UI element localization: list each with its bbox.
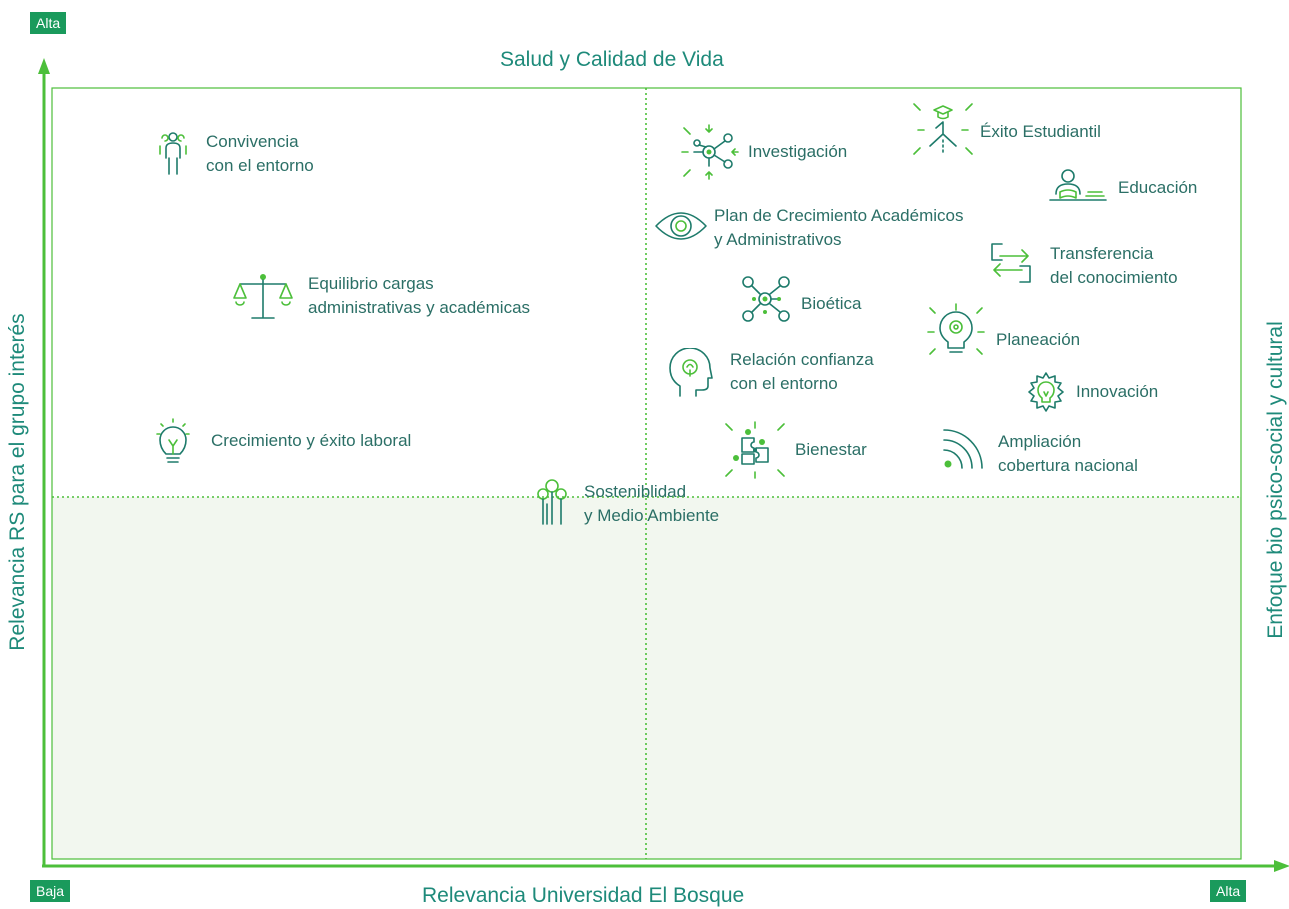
label-educacion: Educación (1118, 178, 1198, 197)
puzzle-icon (725, 421, 785, 479)
lightbulb-icon (156, 418, 190, 463)
label-investigacion: Investigación (748, 142, 848, 161)
x-axis-arrow (1274, 860, 1289, 872)
label-ampliacion: Ampliación cobertura nacional (998, 432, 1138, 475)
y-axis-arrow (38, 58, 50, 74)
top-title: Salud y Calidad de Vida (500, 48, 724, 71)
right-label: Enfoque bio psico-social y cultural (1264, 321, 1287, 639)
molecule-icon (742, 276, 790, 322)
head-icon (669, 348, 713, 397)
idea-gear-icon (927, 303, 985, 355)
gear-bulb-icon (1028, 372, 1064, 412)
label-equilibrio: Equilibrio cargas administrativas y acad… (308, 274, 531, 317)
label-innovacion: Innovación (1076, 382, 1159, 401)
people-icon (159, 132, 187, 175)
label-sostenibilidad: Sosteniblidad y Medio Ambiente (584, 482, 720, 525)
label-bioetica: Bioética (801, 294, 862, 313)
label-convivencia: Convivencia con el entorno (206, 132, 314, 175)
eye-icon (655, 212, 707, 240)
y-high-badge: Alta (30, 12, 67, 34)
scale-icon (233, 274, 293, 319)
label-transferencia: Transferencia del conocimiento (1050, 244, 1178, 287)
transfer-icon (991, 243, 1031, 283)
label-exito-estudiantil: Éxito Estudiantil (980, 122, 1101, 141)
label-crecimiento-laboral: Crecimiento y éxito laboral (211, 431, 412, 450)
x-low-badge: Baja (30, 880, 71, 902)
graduate-icon (913, 103, 973, 155)
trees-icon (537, 479, 567, 525)
label-relacion-confianza: Relación confianza con el entorno (730, 350, 874, 393)
signal-icon (943, 429, 983, 469)
label-plan-crecimiento: Plan de Crecimiento Académicos y Adminis… (714, 206, 964, 249)
x-high-badge: Alta (1210, 880, 1247, 902)
label-bienestar: Bienestar (795, 440, 867, 459)
reader-icon (1049, 169, 1107, 201)
x-axis-label: Relevancia Universidad El Bosque (422, 884, 745, 907)
network-icon (681, 124, 739, 180)
y-axis-label: Relevancia RS para el grupo interés (6, 313, 29, 651)
label-planeacion: Planeación (996, 330, 1081, 349)
